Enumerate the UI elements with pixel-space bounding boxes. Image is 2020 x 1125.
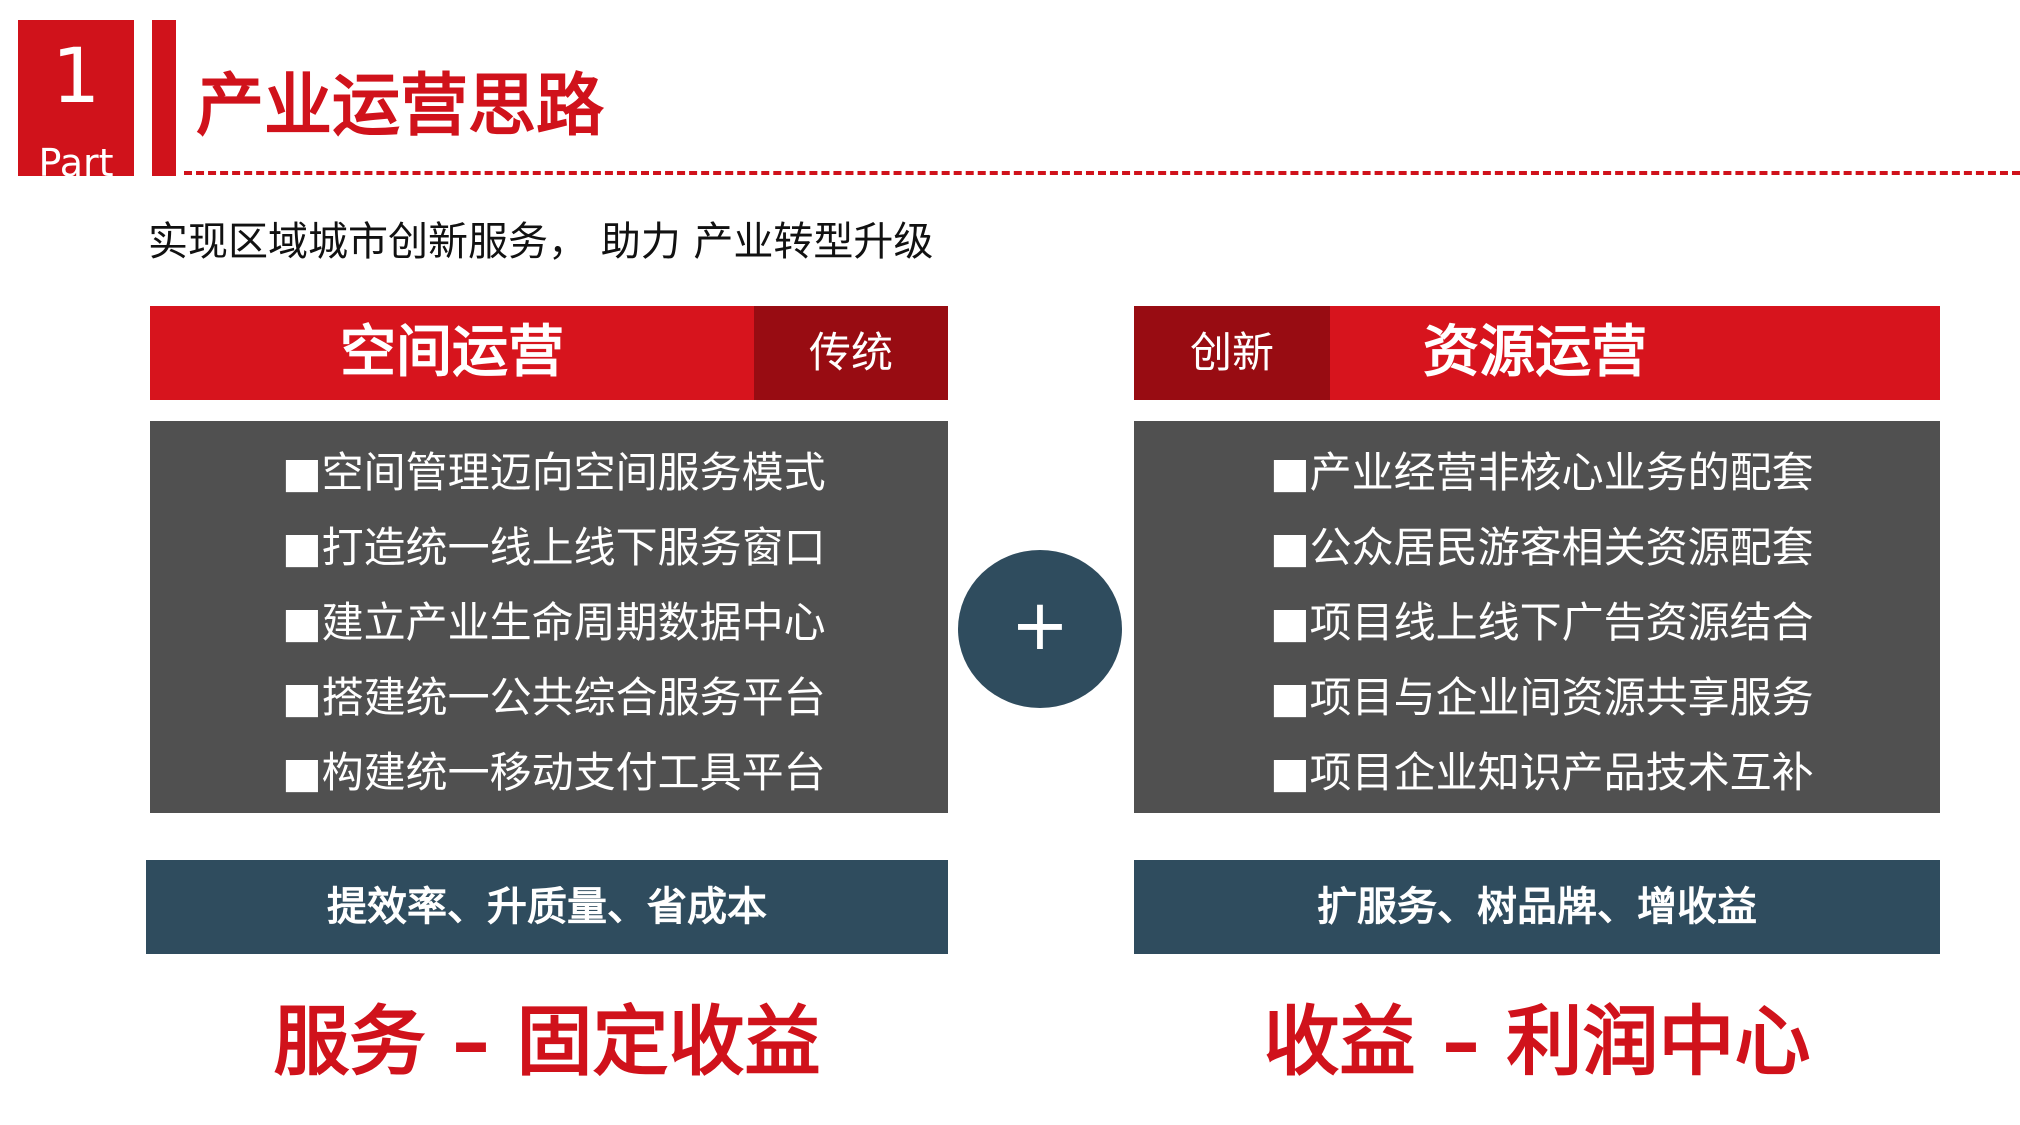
part-number: 1	[51, 31, 101, 120]
page-title: 产业运营思路	[196, 67, 605, 146]
list-item: ■公众居民游客相关资源配套	[1270, 523, 1814, 572]
part-label: Part	[38, 141, 114, 185]
title-divider	[184, 171, 2020, 175]
left-tag-label: 传统	[808, 328, 893, 377]
right-panel: ■产业经营非核心业务的配套 ■公众居民游客相关资源配套 ■项目线上线下广告资源结…	[1134, 421, 1940, 813]
list-item: ■打造统一线上线下服务窗口	[282, 523, 826, 572]
list-item: ■项目与企业间资源共享服务	[1270, 673, 1814, 722]
right-header-tag: 创新	[1134, 306, 1330, 400]
list-item: ■项目企业知识产品技术互补	[1270, 748, 1814, 797]
part-badge: 1 Part	[18, 20, 134, 182]
left-header-title: 空间运营	[340, 320, 564, 385]
plus-icon: +	[958, 550, 1122, 708]
left-benefit-bar: 提效率、升质量、省成本	[146, 860, 948, 954]
list-item: ■空间管理迈向空间服务模式	[282, 448, 826, 497]
list-item: ■产业经营非核心业务的配套	[1270, 448, 1814, 497]
title-accent-bar	[152, 20, 176, 176]
left-header-tag: 传统	[754, 306, 948, 400]
right-benefit-bar: 扩服务、树品牌、增收益	[1134, 860, 1940, 954]
list-item: ■建立产业生命周期数据中心	[282, 598, 826, 647]
right-conclusion: 收益 – 利润中心	[1263, 997, 1811, 1086]
list-item: ■搭建统一公共综合服务平台	[282, 673, 826, 722]
left-conclusion: 服务 – 固定收益	[273, 997, 821, 1086]
list-item: ■项目线上线下广告资源结合	[1270, 598, 1814, 647]
page-subtitle: 实现区域城市创新服务， 助力 产业转型升级	[148, 219, 934, 265]
left-header: 空间运营	[150, 306, 754, 400]
left-panel: ■空间管理迈向空间服务模式 ■打造统一线上线下服务窗口 ■建立产业生命周期数据中…	[150, 421, 948, 813]
right-header: 资源运营	[1330, 306, 1940, 400]
list-item: ■构建统一移动支付工具平台	[282, 748, 826, 797]
right-header-title: 资源运营	[1423, 320, 1647, 385]
right-tag-label: 创新	[1189, 328, 1274, 377]
